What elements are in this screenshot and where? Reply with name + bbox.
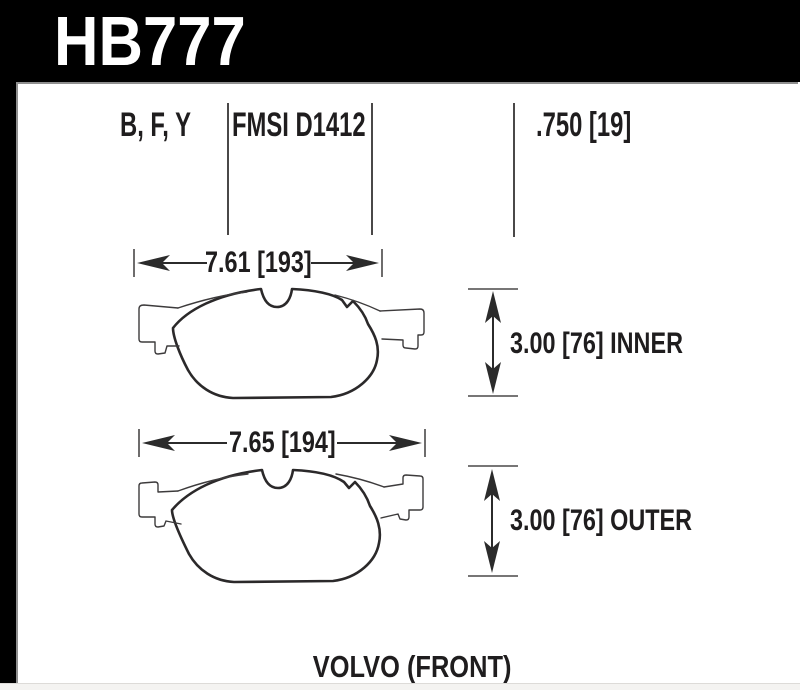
left-edge-bar — [0, 82, 16, 683]
spec-divider-lines — [227, 103, 515, 237]
inner-width-dimension-label: 7.61 [193] — [204, 246, 312, 279]
outer-width-dimension-label: 7.65 [194] — [228, 426, 336, 459]
outer-height-dimension-label: 3.00 [76] OUTER — [510, 504, 693, 537]
pad-thickness: .750 [19] — [536, 106, 632, 144]
vehicle-application: VOLVO (FRONT) — [312, 649, 512, 684]
inner-height-dimension-arrow — [468, 288, 518, 397]
outer-pad-drawing — [138, 468, 424, 584]
inner-pad-drawing — [138, 287, 425, 400]
fmsi-number: FMSI D1412 — [232, 106, 366, 144]
inner-width-dimension-arrow — [133, 249, 383, 277]
page-bottom-edge — [0, 683, 800, 690]
outer-width-dimension-arrow — [138, 429, 426, 457]
header-bar: HB777 — [0, 0, 800, 82]
compound-codes: B, F, Y — [120, 106, 191, 144]
drawing-panel — [16, 82, 798, 683]
part-number: HB777 — [54, 2, 246, 80]
outer-height-dimension-arrow — [468, 465, 518, 577]
inner-height-dimension-label: 3.00 [76] INNER — [510, 327, 683, 360]
